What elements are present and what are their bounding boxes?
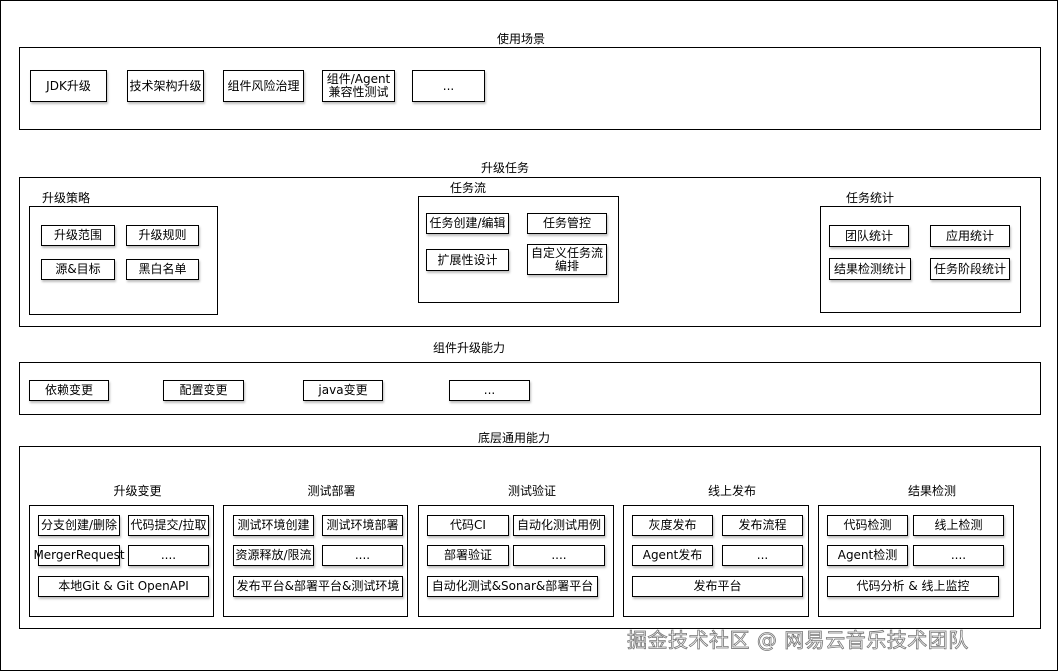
strategy-item: 黑白名单 [126,259,199,280]
watermark: 掘金技术社区 @ 网易云音乐技术团队 [627,628,969,653]
scenario-item: 技术架构升级 [127,70,204,102]
capability-item: 测试环境创建 [233,515,314,536]
flow-item: 扩展性设计 [426,249,509,271]
capability-item: 代码CI [427,515,509,536]
capability-platform: 代码分析 & 线上监控 [827,576,999,597]
capability-item: MergerRequest [33,545,125,566]
capability-item: Agent检测 [827,545,908,566]
section-title-component: 组件升级能力 [432,341,506,355]
capability-item: 资源释放/限流 [233,545,314,566]
capability-platform: 自动化测试&Sonar&部署平台 [427,576,598,597]
base-group-title: 升级变更 [113,484,162,498]
component-item: ... [449,380,530,401]
capability-item: ... [722,545,803,566]
capability-item: 代码检测 [827,515,908,536]
strategy-item: 源&目标 [41,259,115,280]
capability-item: Agent发布 [632,545,713,566]
strategy-item: 升级范围 [41,225,115,246]
component-item: 依赖变更 [29,380,109,401]
capability-item: 分支创建/删除 [38,515,120,536]
component-item: java变更 [303,380,383,401]
component-item: 配置变更 [163,380,244,401]
capability-item: 灰度发布 [632,515,713,536]
capability-platform: 发布平台 [632,576,803,597]
stats-item: 结果检测统计 [829,258,911,280]
stats-item: 应用统计 [930,225,1010,247]
base-group-title: 结果检测 [907,484,957,498]
section-title-upgrade-task: 升级任务 [480,161,530,175]
base-group-title: 测试验证 [507,484,557,498]
capability-platform: 发布平台&部署平台&测试环境 [233,576,403,597]
scenario-item: JDK升级 [30,70,107,102]
capability-platform: 本地Git & Git OpenAPI [38,576,209,597]
capability-item: 测试环境部署 [322,515,403,536]
strategy-title: 升级策略 [41,191,91,205]
stats-item: 任务阶段统计 [930,258,1010,280]
capability-item: 自动化测试用例 [513,515,605,536]
capability-item: .... [322,545,403,566]
capability-item: .... [128,545,209,566]
stats-title: 任务统计 [845,191,895,205]
flow-item: 任务创建/编辑 [426,213,509,234]
capability-item: 代码提交/拉取 [128,515,209,536]
base-group-title: 测试部署 [307,484,356,498]
capability-item: 部署验证 [427,545,509,566]
scenario-item: 组件/Agent 兼容性测试 [322,70,395,102]
flow-item: 自定义任务流 编排 [527,244,607,275]
base-group-title: 线上发布 [707,484,757,498]
section-title-scenarios: 使用场景 [496,32,546,46]
stats-item: 团队统计 [829,225,909,247]
flow-title: 任务流 [449,181,487,195]
scenario-item: 组件风险治理 [223,70,304,102]
capability-item: .... [513,545,605,566]
capability-item: .... [913,545,1004,566]
capability-item: 发布流程 [722,515,803,536]
capability-item: 线上检测 [913,515,1004,536]
flow-item: 任务管控 [527,213,607,234]
strategy-item: 升级规则 [126,225,199,246]
scenario-item: ... [412,70,485,102]
section-title-base: 底层通用能力 [477,431,551,445]
